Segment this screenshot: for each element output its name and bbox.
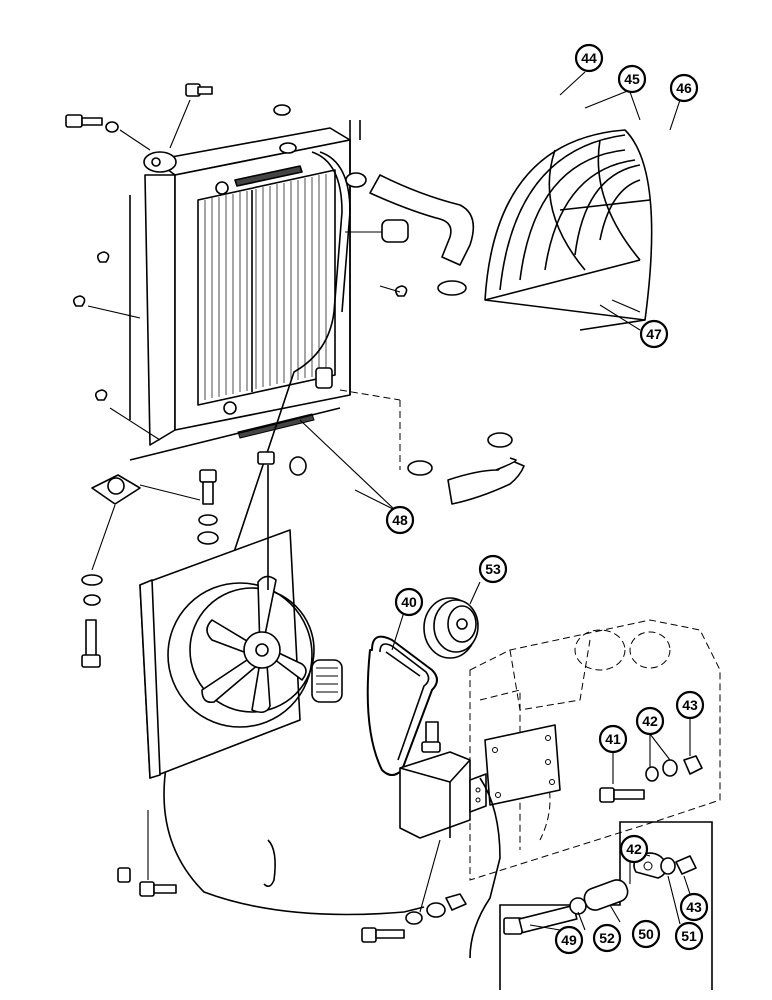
callout-46: 46 bbox=[669, 73, 699, 103]
bleed-hose bbox=[163, 151, 425, 916]
callout-51: 51 bbox=[674, 921, 704, 951]
svg-text:48: 48 bbox=[392, 512, 408, 528]
callout-52: 52 bbox=[592, 923, 622, 953]
fan-guard bbox=[484, 129, 653, 331]
radiator-clips bbox=[72, 251, 408, 441]
svg-text:46: 46 bbox=[676, 80, 692, 96]
svg-text:42: 42 bbox=[626, 841, 642, 857]
callout-43: 43 bbox=[675, 690, 705, 720]
mounting-bracket bbox=[469, 724, 561, 959]
bolt-washer-nut-41-43 bbox=[599, 755, 703, 803]
svg-text:47: 47 bbox=[646, 326, 662, 342]
radiator-core-fins bbox=[204, 174, 327, 400]
bottom-hose bbox=[339, 389, 525, 505]
fan-shroud bbox=[139, 529, 315, 779]
expansion-tank bbox=[399, 721, 487, 913]
callout-48: 48 bbox=[385, 505, 415, 535]
top-left-bolts bbox=[65, 83, 297, 173]
svg-text:51: 51 bbox=[681, 928, 697, 944]
callout-41: 41 bbox=[598, 724, 628, 754]
svg-text:45: 45 bbox=[624, 71, 640, 87]
radiator bbox=[129, 120, 361, 461]
drive-belt bbox=[366, 635, 438, 776]
callout-53: 53 bbox=[478, 554, 508, 584]
svg-text:50: 50 bbox=[638, 926, 654, 942]
top-seal-strip bbox=[234, 165, 303, 187]
water-pump-pulley bbox=[423, 597, 479, 659]
callout-leaders bbox=[299, 71, 691, 931]
svg-text:40: 40 bbox=[401, 594, 417, 610]
svg-text:43: 43 bbox=[682, 697, 698, 713]
svg-text:41: 41 bbox=[605, 731, 621, 747]
bottom-left-bolts bbox=[117, 810, 276, 897]
svg-text:42: 42 bbox=[642, 713, 658, 729]
callout-42-inset: 42 bbox=[619, 834, 649, 864]
callout-44: 44 bbox=[574, 43, 604, 73]
svg-text:43: 43 bbox=[686, 899, 702, 915]
callout-50: 50 bbox=[631, 919, 661, 949]
svg-text:53: 53 bbox=[485, 561, 501, 577]
callout-43-inset: 43 bbox=[679, 892, 709, 922]
fan-pulley bbox=[311, 659, 343, 703]
svg-text:44: 44 bbox=[581, 50, 597, 66]
tank-fasteners bbox=[361, 893, 467, 943]
callout-40: 40 bbox=[394, 587, 424, 617]
svg-text:49: 49 bbox=[561, 932, 577, 948]
top-hose bbox=[345, 172, 475, 296]
fan bbox=[201, 451, 307, 714]
left-mount-hardware bbox=[81, 469, 219, 668]
svg-text:52: 52 bbox=[599, 930, 615, 946]
callout-47: 47 bbox=[639, 319, 669, 349]
callout-49: 49 bbox=[554, 925, 584, 955]
callout-42: 42 bbox=[635, 706, 665, 736]
callout-45: 45 bbox=[617, 64, 647, 94]
